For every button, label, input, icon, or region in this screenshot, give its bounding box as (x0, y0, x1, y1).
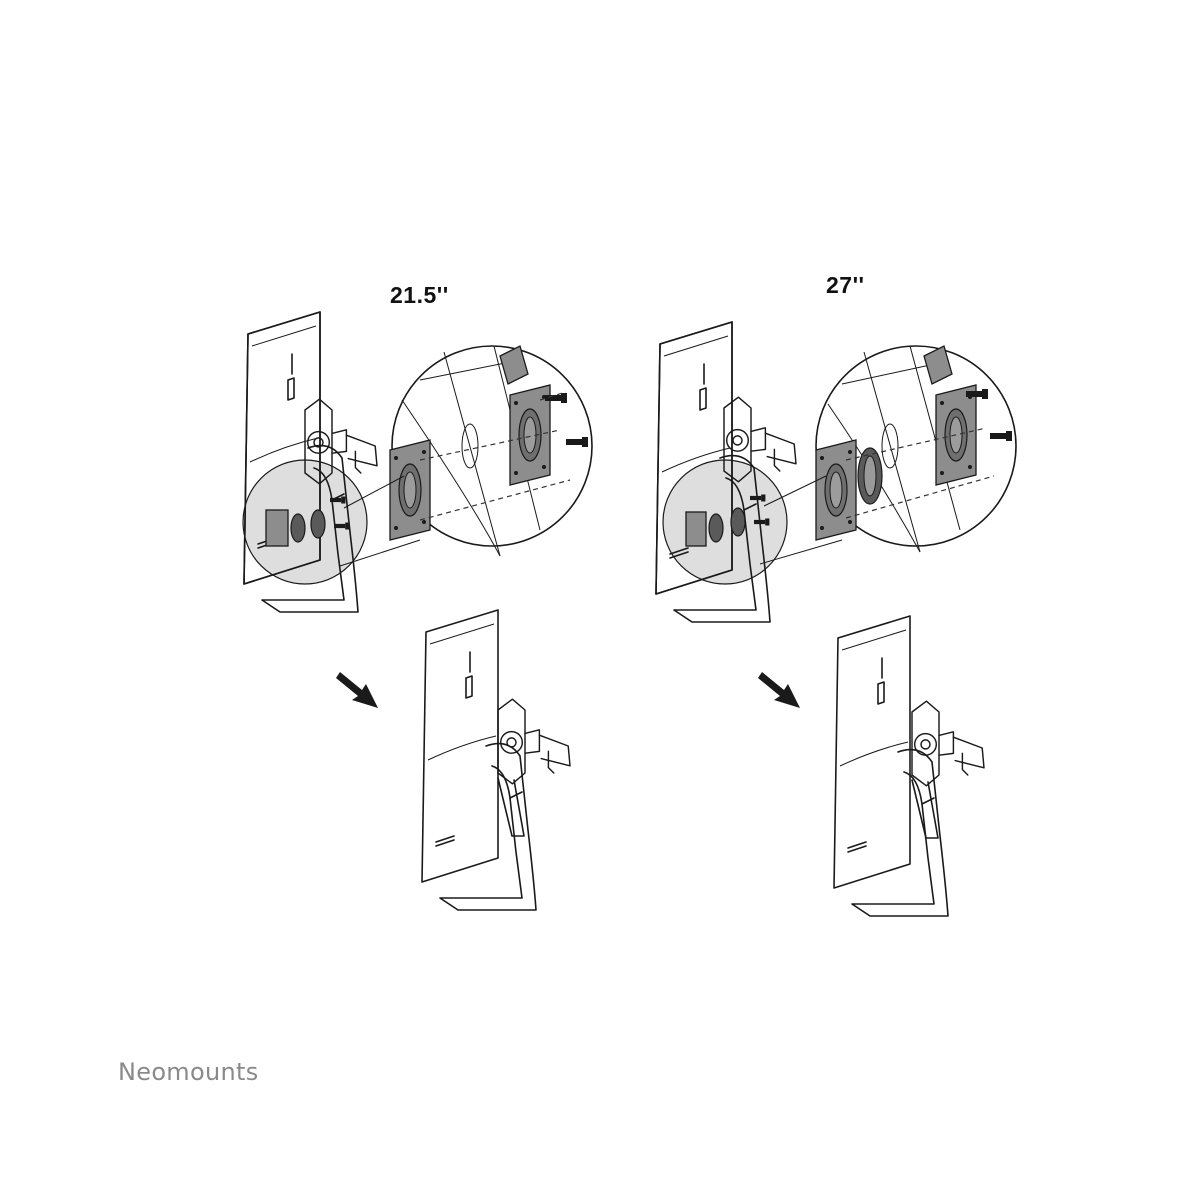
brand-logo-text: Neomounts (118, 1058, 259, 1086)
arrow-icon-right (758, 672, 800, 708)
small-screen-size-label: 21.5'' (390, 282, 449, 308)
large-screen-result-view (833, 615, 985, 917)
arrow-icon-left (336, 672, 378, 708)
large-screen-exploded-view (655, 321, 1017, 623)
small-screen-result-view (421, 609, 571, 911)
small-screen-exploded-view (242, 311, 593, 613)
large-screen-size-label: 27'' (826, 272, 865, 298)
